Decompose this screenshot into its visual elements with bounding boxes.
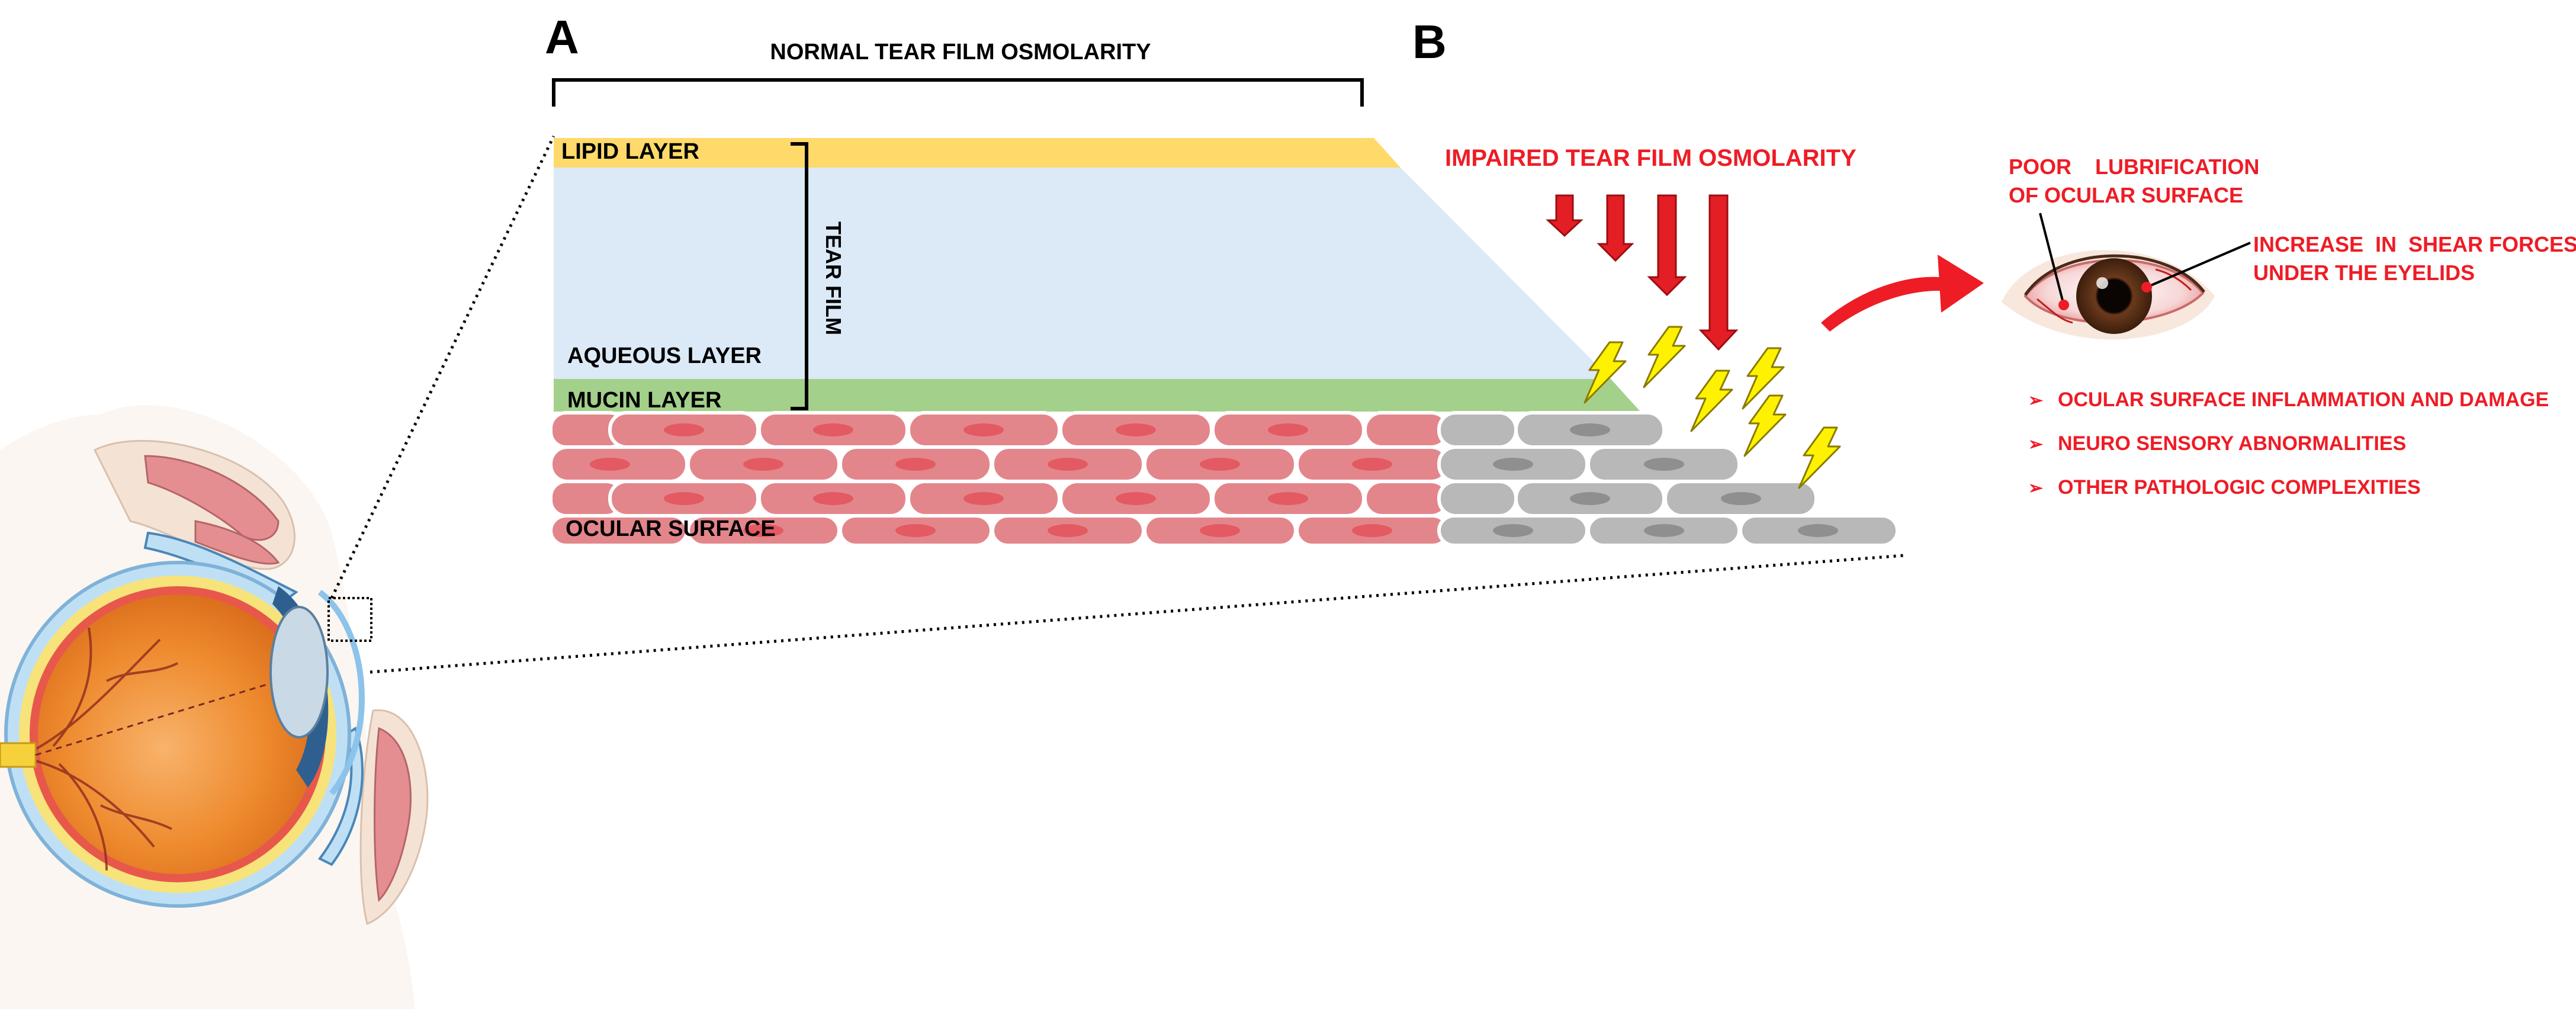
lubrication-pointer-dot (2058, 300, 2069, 310)
zoom-region-box (327, 597, 372, 642)
ocular-surface-label: OCULAR SURFACE (566, 516, 776, 541)
consequence-list: ➢ OCULAR SURFACE INFLAMMATION AND DAMAGE… (2028, 388, 2549, 499)
list-bullet: ➢ (2028, 435, 2044, 454)
down-arrow-2 (1597, 194, 1634, 262)
lubrication-callout-line2: OF OCULAR SURFACE (2009, 183, 2243, 207)
normal-osmolarity-title: NORMAL TEAR FILM OSMOLARITY (770, 40, 1151, 65)
lubrication-pointer (2039, 213, 2065, 306)
list-item: NEURO SENSORY ABNORMALITIES (2058, 432, 2406, 455)
lightning-bolts (1583, 326, 1841, 489)
mucin-layer (554, 379, 1640, 412)
lipid-layer-label: LIPID LAYER (561, 139, 699, 164)
healthy-cell-nuclei (590, 423, 1392, 537)
zoom-line-lower (370, 554, 1904, 674)
lubrication-callout-line1: POOR LUBRIFICATION (2009, 155, 2259, 179)
osmotic-stress-arrows (1546, 194, 1739, 351)
impaired-osmolarity-title: IMPAIRED TEAR FILM OSMOLARITY (1445, 145, 1856, 171)
ocular-surface-epithelium (549, 411, 1899, 547)
red-eye-illustration (2002, 250, 2215, 340)
lightning-icon (1742, 347, 1785, 410)
lightning-icon (1798, 426, 1841, 489)
down-arrow-3 (1647, 194, 1687, 297)
down-arrow-4 (1698, 194, 1739, 351)
tear-film-layers (554, 138, 1640, 412)
list-item: OTHER PATHOLOGIC COMPLEXITIES (2058, 476, 2421, 499)
zoom-line-upper (330, 135, 555, 599)
tear-film-label: TEAR FILM (821, 221, 846, 335)
lipid-layer (554, 138, 1401, 168)
mucin-layer-label: MUCIN LAYER (567, 388, 721, 413)
lightning-icon (1583, 341, 1627, 404)
list-item: OCULAR SURFACE INFLAMMATION AND DAMAGE (2058, 388, 2549, 411)
shear-pointer-dot (2141, 282, 2152, 293)
aqueous-layer (554, 168, 1611, 379)
lightning-icon (1643, 326, 1686, 388)
curved-arrow-icon (1821, 255, 1984, 332)
aqueous-layer-label: AQUEOUS LAYER (567, 343, 762, 368)
lightning-icon (1743, 394, 1787, 457)
list-bullet: ➢ (2028, 478, 2044, 498)
shear-callout-line1: INCREASE IN SHEAR FORCES (2253, 232, 2576, 256)
tear-film-bracket: TEAR FILM (791, 142, 846, 410)
panel-label-a: A (545, 11, 579, 63)
eyeball (0, 561, 365, 908)
down-arrow-1 (1546, 194, 1583, 237)
lightning-icon (1690, 370, 1733, 432)
list-bullet: ➢ (2028, 391, 2044, 410)
shear-callout-line2: UNDER THE EYELIDS (2253, 261, 2475, 285)
normal-osmolarity-bracket: NORMAL TEAR FILM OSMOLARITY (552, 40, 1364, 107)
eye-anatomy-illustration (0, 405, 429, 1009)
damaged-cell-nuclei (1493, 423, 1838, 537)
shear-pointer (2146, 242, 2251, 288)
panel-label-b: B (1412, 15, 1447, 68)
